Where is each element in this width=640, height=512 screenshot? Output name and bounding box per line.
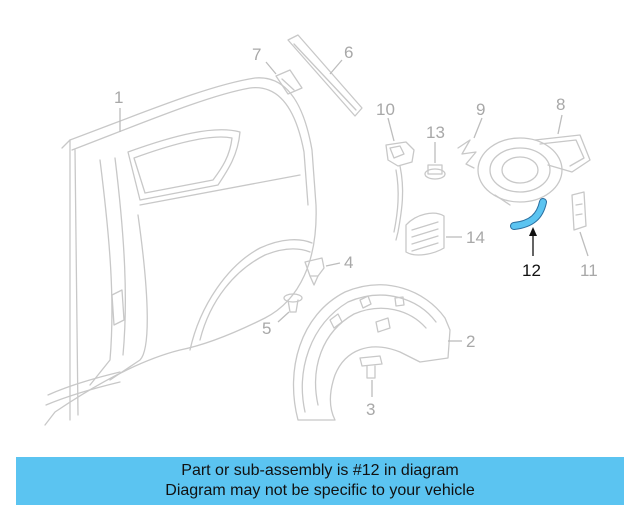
part-bolt [359, 355, 383, 379]
part-bracket [275, 69, 303, 95]
callout-1: 1 [114, 88, 123, 107]
callout-line-4 [325, 262, 341, 267]
callout-6: 6 [344, 43, 353, 62]
callout-line-11 [579, 231, 589, 257]
callout-line-9 [473, 117, 483, 139]
callout-3: 3 [366, 400, 375, 419]
callout-13: 13 [426, 123, 445, 142]
banner-line-disclaimer: Diagram may not be specific to your vehi… [165, 482, 475, 499]
callout-10: 10 [376, 100, 395, 119]
callout-line-10 [387, 117, 395, 142]
callout-4: 4 [344, 253, 353, 272]
part-actuator [385, 141, 415, 241]
part-12-hose [510, 198, 547, 230]
callout-14: 14 [466, 228, 485, 247]
callout-11: 11 [580, 261, 598, 280]
part-push-pin [283, 293, 303, 313]
part-vent-grille [405, 212, 445, 256]
callout-7: 7 [252, 45, 261, 64]
callout-arrow-12 [529, 227, 537, 236]
callout-8: 8 [556, 95, 565, 114]
part-spring [457, 139, 477, 169]
part-grommet [424, 164, 446, 180]
callout-line-7 [265, 61, 277, 75]
part-clip [304, 257, 325, 286]
part-small-clip [571, 191, 587, 231]
callout-2: 2 [466, 332, 475, 351]
callout-5: 5 [262, 319, 271, 338]
parts-diagram: 1 2 3 4 5 6 7 8 9 10 11 12 13 14 [44, 34, 598, 426]
part-trim-strip [287, 34, 363, 117]
callout-9: 9 [476, 100, 485, 119]
callout-line-8 [557, 114, 563, 135]
banner-line-part: Part or sub-assembly is #12 in diagram [181, 462, 459, 479]
callout-line-6 [329, 59, 343, 75]
part-wheel-liner [292, 284, 451, 421]
part-fuel-door-housing [477, 134, 591, 206]
callout-line-5 [277, 311, 290, 323]
part-quarter-panel [44, 77, 317, 426]
info-banner: Part or sub-assembly is #12 in diagram D… [16, 457, 624, 505]
callout-12: 12 [522, 261, 541, 280]
